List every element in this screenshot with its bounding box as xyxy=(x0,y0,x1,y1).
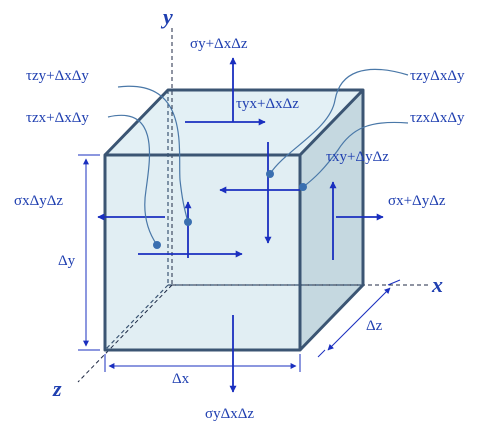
label-tau-yx-plus: τyx+ΔxΔz xyxy=(236,96,299,112)
cube-front-face xyxy=(105,155,300,350)
dim-label-dy: Δy xyxy=(58,253,76,269)
label-tau-zy: τzyΔxΔy xyxy=(410,68,465,84)
leader-dots xyxy=(153,170,307,249)
leader-lines xyxy=(107,68,409,246)
label-tau-zy-plus: τzy+ΔxΔy xyxy=(26,68,89,84)
axis-label-x: x xyxy=(431,272,443,297)
axis-label-y: y xyxy=(160,4,173,29)
dim-label-dz: Δz xyxy=(366,318,383,334)
dimension-lines xyxy=(78,154,401,372)
hidden-edges xyxy=(104,90,363,351)
label-sigma-y-plus: σy+ΔxΔz xyxy=(190,36,248,52)
force-arrows xyxy=(97,57,384,393)
cube-edges xyxy=(103,88,365,352)
axis-label-z: z xyxy=(52,376,62,401)
label-tau-xy-plus: τxy+ΔyΔz xyxy=(326,149,389,165)
label-sigma-x-plus: σx+ΔyΔz xyxy=(388,193,446,209)
label-sigma-y: σyΔxΔz xyxy=(205,406,254,422)
label-sigma-x: σxΔyΔz xyxy=(14,193,63,209)
label-tau-zx-plus: τzx+ΔxΔy xyxy=(26,110,89,126)
label-tau-zx: τzxΔxΔy xyxy=(410,110,465,126)
dim-label-dx: Δx xyxy=(172,371,190,387)
